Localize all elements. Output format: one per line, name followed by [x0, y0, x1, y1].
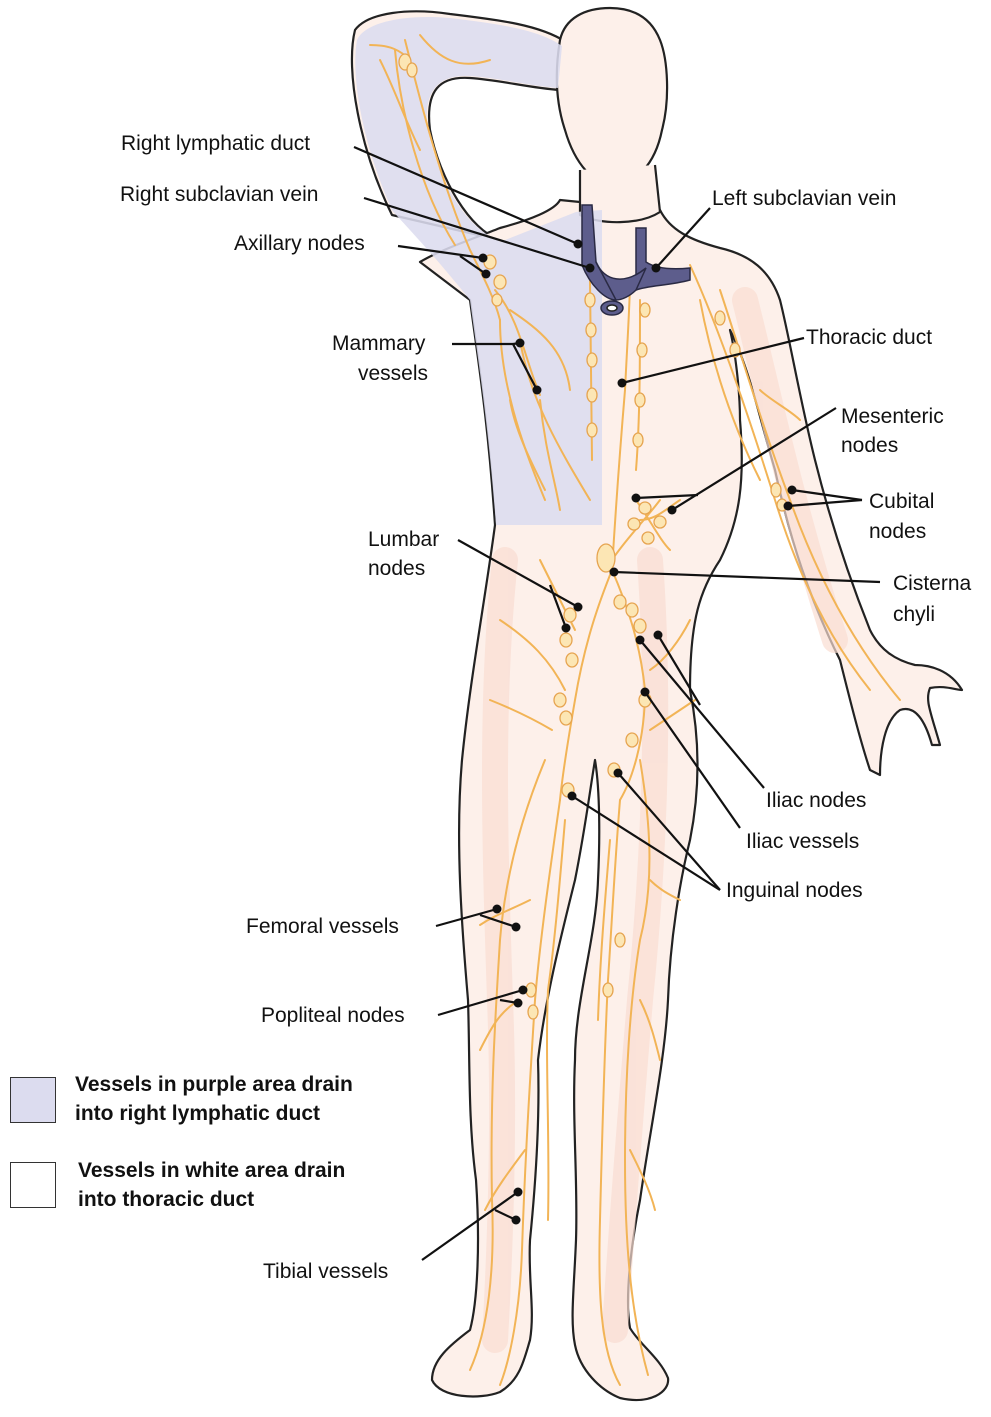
legend-white-line1: Vessels in white area drain: [78, 1157, 345, 1185]
label-lumbar-nodes-line2: nodes: [368, 555, 425, 583]
label-cubital-nodes-line1: Cubital: [869, 488, 934, 516]
label-mammary-vessels-line2: vessels: [358, 360, 428, 388]
label-lumbar-nodes-line1: Lumbar: [368, 526, 439, 554]
label-popliteal-nodes: Popliteal nodes: [261, 1002, 405, 1030]
legend-purple-line1: Vessels in purple area drain: [75, 1071, 353, 1099]
legend-swatch-purple: [10, 1077, 56, 1123]
label-iliac-vessels: Iliac vessels: [746, 828, 859, 856]
label-cisterna-chyli-line2: chyli: [893, 601, 935, 629]
label-right-lymphatic-duct: Right lymphatic duct: [121, 130, 310, 158]
label-cisterna-chyli-line1: Cisterna: [893, 570, 971, 598]
label-left-subclavian-vein: Left subclavian vein: [712, 185, 896, 213]
label-inguinal-nodes: Inguinal nodes: [726, 877, 863, 905]
legend-white-line2: into thoracic duct: [78, 1186, 254, 1214]
label-right-subclavian-vein: Right subclavian vein: [120, 181, 318, 209]
label-cubital-nodes-line2: nodes: [869, 518, 926, 546]
label-thoracic-duct: Thoracic duct: [806, 324, 932, 352]
label-tibial-vessels: Tibial vessels: [263, 1258, 388, 1286]
label-axillary-nodes: Axillary nodes: [234, 230, 365, 258]
label-iliac-nodes: Iliac nodes: [766, 787, 866, 815]
legend-swatch-white: [10, 1162, 56, 1208]
label-mammary-vessels-line1: Mammary: [332, 330, 425, 358]
label-femoral-vessels: Femoral vessels: [246, 913, 399, 941]
label-mesenteric-nodes-line2: nodes: [841, 432, 898, 460]
legend-purple-line2: into right lymphatic duct: [75, 1100, 320, 1128]
label-mesenteric-nodes-line1: Mesenteric: [841, 403, 944, 431]
